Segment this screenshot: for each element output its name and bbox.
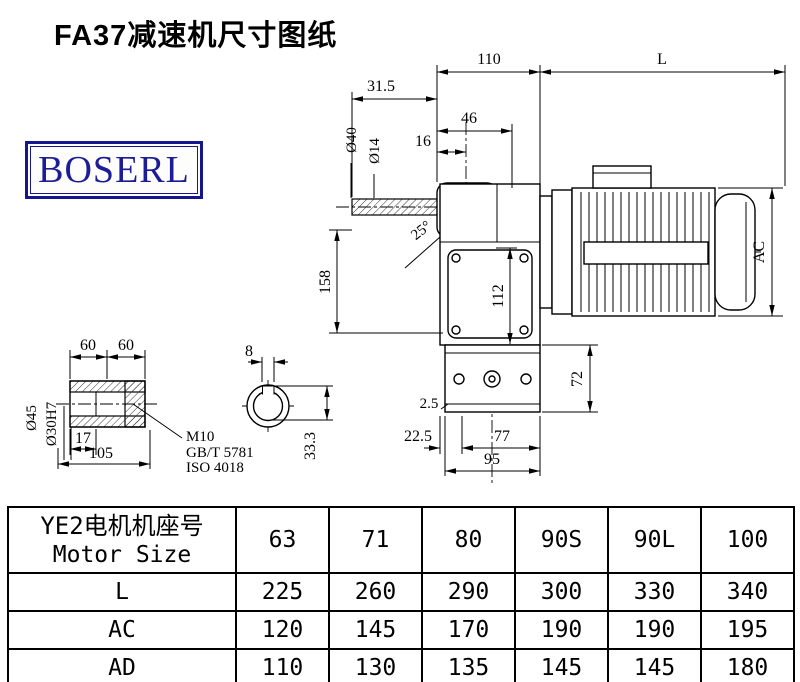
terminal-box: [592, 165, 652, 189]
dim-33-3: 33.3: [302, 432, 319, 460]
dim-46: 46: [461, 110, 477, 127]
shaft-detail: 60 60 17 105 Ø45 Ø30H7 M10 GB/T 5781 ISO…: [24, 337, 254, 476]
table-cell: 190: [607, 610, 702, 650]
table-cell: 225: [235, 572, 330, 612]
table-cell: 195: [700, 610, 795, 650]
table-header-label: YE2电机机座号 Motor Size: [7, 506, 237, 574]
table-cell-size: 63: [235, 506, 330, 574]
motor: [539, 165, 756, 317]
bore-detail: 8 33.3: [242, 343, 333, 460]
table-cell: 145: [607, 648, 702, 682]
table-cell: 180: [700, 648, 795, 682]
table-cell: 110: [235, 648, 330, 682]
dim-angle-25: 25°: [408, 218, 434, 244]
fan-cover: [714, 193, 756, 311]
table-cell-size: 100: [700, 506, 795, 574]
dim-72: 72: [569, 371, 586, 387]
dim-22-5: 22.5: [404, 428, 432, 445]
motor-size-table: YE2电机机座号 Motor Size 63 71 80 90S 90L 100…: [7, 506, 795, 682]
label-iso-4018: ISO 4018: [186, 460, 244, 476]
table-row-L: L 225 260 290 300 330 340: [7, 572, 795, 612]
page-title: FA37减速机尺寸图纸: [54, 20, 338, 52]
table-cell: 300: [514, 572, 609, 612]
table-cell-size: 90L: [607, 506, 702, 574]
dim-16: 16: [415, 133, 431, 150]
table-row-AC: AC 120 145 170 190 190 195: [7, 610, 795, 650]
table-cell: 260: [328, 572, 423, 612]
dim-60-a: 60: [80, 337, 96, 354]
technical-drawing: 110 L 31.5 46 16 Ø40 Ø14 25° 158 112: [24, 51, 786, 486]
table-cell-size: 80: [421, 506, 516, 574]
table-cell: 190: [514, 610, 609, 650]
table-cell: 135: [421, 648, 516, 682]
row-label: AC: [7, 610, 237, 650]
header-line2: Motor Size: [52, 542, 192, 568]
dim-158: 158: [317, 270, 334, 294]
table-cell: 330: [607, 572, 702, 612]
dim-L: L: [657, 51, 667, 68]
table-cell: 170: [421, 610, 516, 650]
dim-AC: AC: [751, 241, 768, 263]
table-cell: 290: [421, 572, 516, 612]
motor-nameplate: [583, 241, 709, 265]
label-gbt-5781: GB/T 5781: [186, 445, 254, 461]
dim-60-b: 60: [118, 337, 134, 354]
dim-31-5: 31.5: [367, 78, 395, 95]
dim-dia40: Ø40: [344, 127, 360, 153]
dim-95: 95: [484, 451, 500, 468]
dim-8: 8: [245, 343, 253, 360]
gearbox-body: [439, 183, 541, 413]
dim-105: 105: [89, 445, 113, 462]
dim-77: 77: [494, 428, 510, 445]
table-cell-size: 90S: [514, 506, 609, 574]
logo-text: BOSERL: [38, 149, 190, 191]
dim-2-5: 2.5: [420, 396, 439, 412]
dimensions-main: 110 L 31.5 46 16 Ø40 Ø14 25° 158 112: [317, 51, 786, 476]
table-row-AD: AD 110 130 135 145 145 180: [7, 648, 795, 682]
logo: BOSERL: [25, 141, 203, 199]
table-cell-size: 71: [328, 506, 423, 574]
dim-dia45: Ø45: [24, 405, 40, 431]
table-cell: 145: [514, 648, 609, 682]
dim-112: 112: [490, 284, 507, 307]
label-m10: M10: [186, 429, 214, 445]
table-cell: 130: [328, 648, 423, 682]
table-cell: 145: [328, 610, 423, 650]
dim-110: 110: [477, 51, 500, 68]
row-label: L: [7, 572, 237, 612]
dim-dia30h7: Ø30H7: [44, 401, 60, 446]
table-header-row: YE2电机机座号 Motor Size 63 71 80 90S 90L 100: [7, 506, 795, 574]
table-cell: 340: [700, 572, 795, 612]
dim-dia14: Ø14: [367, 138, 383, 164]
header-line1: YE2电机机座号: [40, 512, 204, 540]
dim-17: 17: [75, 430, 91, 447]
table-cell: 120: [235, 610, 330, 650]
row-label: AD: [7, 648, 237, 682]
